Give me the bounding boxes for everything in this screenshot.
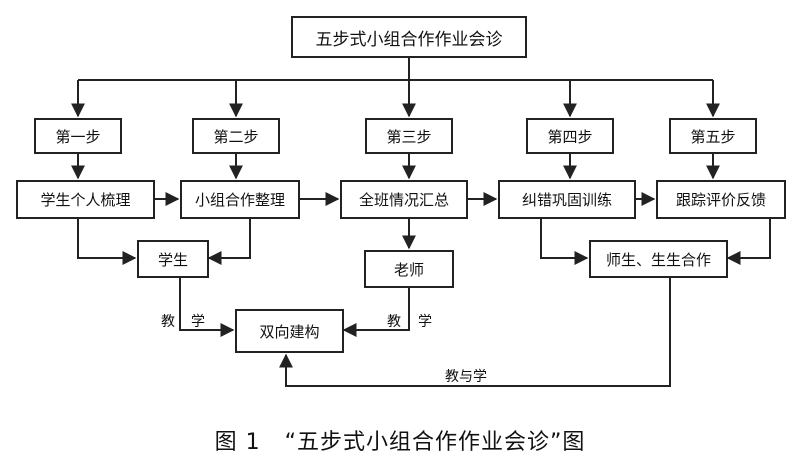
edge-act2-student (207, 219, 251, 265)
step-label: 第三步 (386, 127, 432, 146)
edge-teacher-outcome (342, 288, 410, 337)
step-label: 第四步 (547, 127, 593, 146)
step-box: 第三步 (365, 118, 453, 154)
edge-act1-student (77, 219, 137, 265)
title-text: 五步式小组合作作业会诊 (315, 29, 503, 50)
edge-act4-coop (540, 219, 589, 265)
activity-box: 纠错巩固训练 (498, 180, 636, 219)
student-label: 学生 (157, 250, 188, 269)
figure-caption: 图 1 “五步式小组合作作业会诊”图 (0, 424, 800, 456)
step-label: 第一步 (55, 127, 101, 146)
edge-student-outcome (179, 278, 235, 337)
edge-label-jiao-right: 教 (387, 314, 401, 330)
step-label: 第五步 (690, 127, 736, 146)
edge-label-xue-right: 学 (418, 314, 432, 330)
outcome-label: 双向建构 (259, 322, 320, 341)
activity-box: 小组合作整理 (180, 180, 300, 219)
activity-box: 学生个人梳理 (16, 180, 155, 219)
teacher-box: 老师 (364, 250, 454, 288)
step-box: 第四步 (526, 118, 614, 154)
edge-label-jiao-yu-xue: 教与学 (445, 369, 487, 385)
figure-caption-text: “五步式小组合作作业会诊”图 (284, 430, 586, 455)
activity-label: 全班情况汇总 (358, 191, 449, 209)
student-box: 学生 (137, 240, 209, 278)
activity-label: 跟踪评价反馈 (675, 191, 766, 209)
activity-box: 跟踪评价反馈 (656, 180, 786, 219)
activity-label: 纠错巩固训练 (521, 191, 612, 209)
step-label: 第二步 (213, 127, 259, 146)
step-box: 第一步 (34, 118, 122, 154)
edge-label-xue-left: 学 (191, 314, 205, 330)
activity-label: 学生个人梳理 (40, 191, 131, 209)
cooperation-label: 师生、生生合作 (605, 250, 711, 269)
edge-label-jiao-left: 教 (161, 314, 175, 330)
activity-label: 小组合作整理 (194, 191, 285, 209)
step-box: 第五步 (669, 118, 757, 154)
activity-box: 全班情况汇总 (340, 180, 468, 219)
title-box: 五步式小组合作作业会诊 (291, 16, 527, 58)
cooperation-box: 师生、生生合作 (589, 240, 728, 278)
outcome-box: 双向建构 (235, 309, 344, 353)
step-box: 第二步 (192, 118, 280, 154)
edge-coop-outcome (279, 278, 671, 387)
edge-act5-coop (726, 219, 771, 265)
teacher-label: 老师 (393, 260, 424, 279)
figure-number: 图 1 (214, 430, 261, 455)
